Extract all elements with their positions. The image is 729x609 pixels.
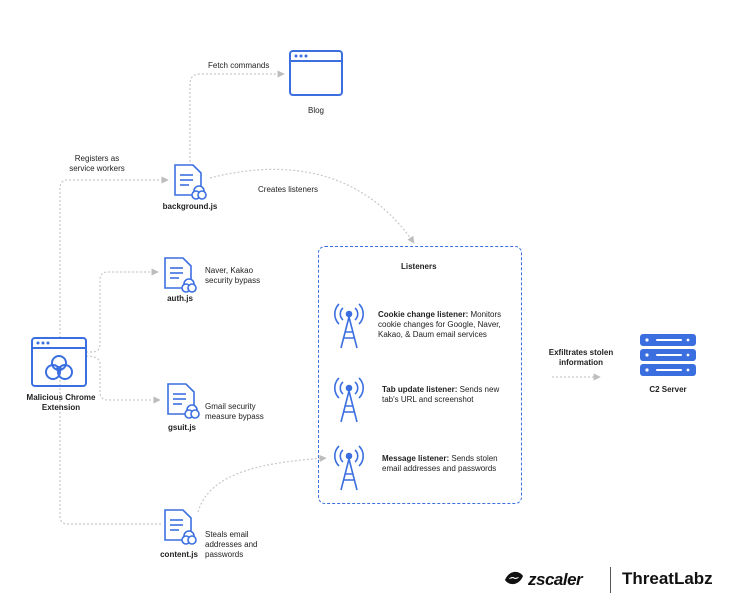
- exfiltrates-line-2: information: [559, 358, 603, 367]
- background-js-label: background.js: [162, 202, 218, 211]
- content-note-line-2: addresses and: [205, 540, 258, 549]
- auth-note-line-2: security bypass: [205, 276, 261, 285]
- listener-tab-desc: Sends new: [457, 385, 500, 394]
- content-js-label: content.js: [160, 550, 198, 559]
- listener-message-name: Message listener:: [382, 454, 450, 463]
- malicious-extension-line-2: Extension: [41, 403, 81, 412]
- radio-tower-icon-cookie: [334, 303, 364, 349]
- registers-label: Registers as service workers: [60, 154, 134, 174]
- auth-note: Naver, Kakao security bypass: [205, 266, 260, 286]
- listener-cookie-desc-line-2: cookie changes for Google, Naver,: [378, 320, 501, 329]
- auth-js-label: auth.js: [167, 294, 193, 303]
- auth-js-icon: [164, 257, 197, 293]
- zscaler-logo-icon: [505, 571, 523, 585]
- connector-trunk: [59, 176, 169, 338]
- gsuit-js-label: gsuit.js: [167, 423, 196, 432]
- listener-cookie-name: Cookie change listener:: [378, 310, 469, 319]
- listener-tab: Tab update listener: Sends new tab's URL…: [382, 385, 517, 405]
- exfiltrates-label: Exfiltrates stolen information: [538, 348, 624, 368]
- fetch-commands-label: Fetch commands: [208, 61, 270, 70]
- connectors: [59, 70, 601, 525]
- listener-message-desc-line-2: email addresses and passwords: [382, 464, 497, 473]
- malicious-extension-icon: [31, 337, 87, 387]
- gsuit-note-line-2: measure bypass: [205, 412, 264, 421]
- listener-tab-desc-line-2: tab's URL and screenshot: [382, 395, 474, 404]
- connector-auth: [86, 268, 159, 353]
- server-rack-icon: [640, 334, 696, 376]
- connector-trunk-down: [59, 368, 162, 525]
- radio-tower-icon-tab: [334, 377, 364, 423]
- malicious-extension-label: Malicious Chrome Extension: [16, 393, 106, 413]
- connector-fetch: [189, 70, 285, 162]
- listener-tab-name: Tab update listener:: [382, 385, 458, 394]
- listeners-title: Listeners: [401, 262, 437, 271]
- connector-content-message: [197, 454, 327, 513]
- gsuit-note: Gmail security measure bypass: [205, 402, 264, 422]
- content-note-line-3: passwords: [205, 550, 244, 559]
- content-js-icon: [164, 509, 197, 545]
- registers-label-line-1: Registers as: [74, 154, 120, 163]
- radio-tower-icon-message: [334, 445, 364, 491]
- listener-cookie: Cookie change listener: Monitors cookie …: [378, 310, 513, 340]
- gsuit-note-line-1: Gmail security: [205, 402, 256, 411]
- listeners-box: [318, 246, 522, 504]
- content-note-line-1: Steals email: [205, 530, 249, 539]
- listener-message: Message listener: Sends stolen email add…: [382, 454, 517, 474]
- auth-note-line-1: Naver, Kakao: [205, 266, 254, 275]
- listener-cookie-desc-line-3: Kakao, & Daum email services: [378, 330, 487, 339]
- background-js-icon: [174, 164, 207, 200]
- registers-label-line-2: service workers: [69, 164, 125, 173]
- c2-server-label: C2 Server: [649, 385, 687, 394]
- connector-creates-listeners: [209, 168, 415, 244]
- threatlabz-wordmark: ThreatLabz: [622, 569, 713, 588]
- brand-separator: [610, 567, 611, 593]
- gsuit-js-icon: [167, 383, 200, 419]
- malicious-extension-line-1: Malicious Chrome: [26, 393, 96, 402]
- connector-gsuit: [85, 355, 161, 404]
- listener-cookie-desc: Monitors: [468, 310, 502, 319]
- creates-listeners-label: Creates listeners: [258, 185, 319, 194]
- listener-message-desc: Sends stolen: [449, 454, 498, 463]
- blog-browser-icon: [289, 50, 343, 96]
- exfiltrates-line-1: Exfiltrates stolen: [548, 348, 614, 357]
- content-note: Steals email addresses and passwords: [205, 530, 257, 560]
- zscaler-wordmark: zscaler: [528, 570, 583, 589]
- blog-label: Blog: [307, 106, 324, 115]
